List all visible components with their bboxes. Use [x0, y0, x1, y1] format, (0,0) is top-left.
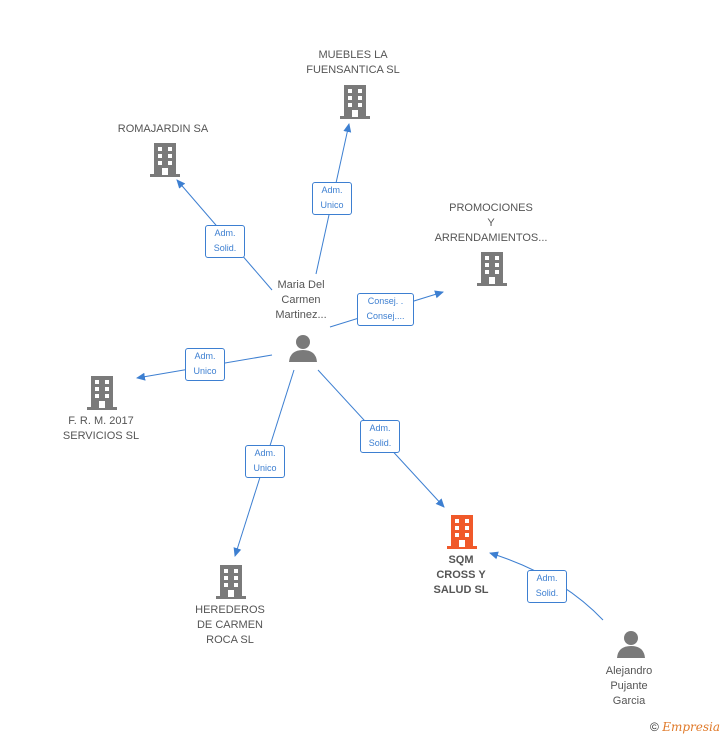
- relation-line-2: Solid.: [213, 243, 237, 253]
- relation-line-1: Adm.: [194, 351, 216, 361]
- building-icon[interactable]: [340, 84, 370, 120]
- relation-line-2: Consej....: [366, 311, 405, 321]
- node-label-romajardin[interactable]: ROMAJARDIN SA: [117, 123, 209, 135]
- relation-line-1: Consej. .: [367, 296, 404, 306]
- relation-line-1: Adm.: [254, 448, 276, 458]
- relation-line-1: Adm.: [369, 423, 391, 433]
- relation-line-2: Unico: [193, 366, 217, 376]
- building-icon[interactable]: [150, 142, 180, 178]
- relation-badge[interactable]: Adm. Solid.: [205, 225, 245, 258]
- building-highlight-icon[interactable]: [447, 514, 477, 550]
- relation-badge[interactable]: Adm. Unico: [312, 182, 352, 215]
- relation-badge[interactable]: Adm. Unico: [245, 445, 285, 478]
- relation-badge[interactable]: Adm. Solid.: [527, 570, 567, 603]
- brand-logo[interactable]: Empresia: [662, 720, 720, 734]
- person-icon[interactable]: [616, 629, 646, 659]
- relation-line-1: Adm.: [321, 185, 343, 195]
- copyright-symbol: ©: [650, 720, 659, 734]
- relation-badge[interactable]: Adm. Solid.: [360, 420, 400, 453]
- building-icon[interactable]: [87, 375, 117, 411]
- relation-line-2: Solid.: [535, 588, 559, 598]
- relation-line-2: Solid.: [368, 438, 392, 448]
- person-icon[interactable]: [288, 333, 318, 363]
- relation-line-1: Adm.: [536, 573, 558, 583]
- footer-credit: © Empresia: [650, 720, 720, 734]
- relation-line-1: Adm.: [214, 228, 236, 238]
- relation-badge[interactable]: Adm. Unico: [185, 348, 225, 381]
- building-icon[interactable]: [216, 564, 246, 600]
- relation-line-2: Unico: [320, 200, 344, 210]
- building-icon[interactable]: [477, 251, 507, 287]
- relation-badge[interactable]: Consej. . Consej....: [357, 293, 414, 326]
- relation-line-2: Unico: [253, 463, 277, 473]
